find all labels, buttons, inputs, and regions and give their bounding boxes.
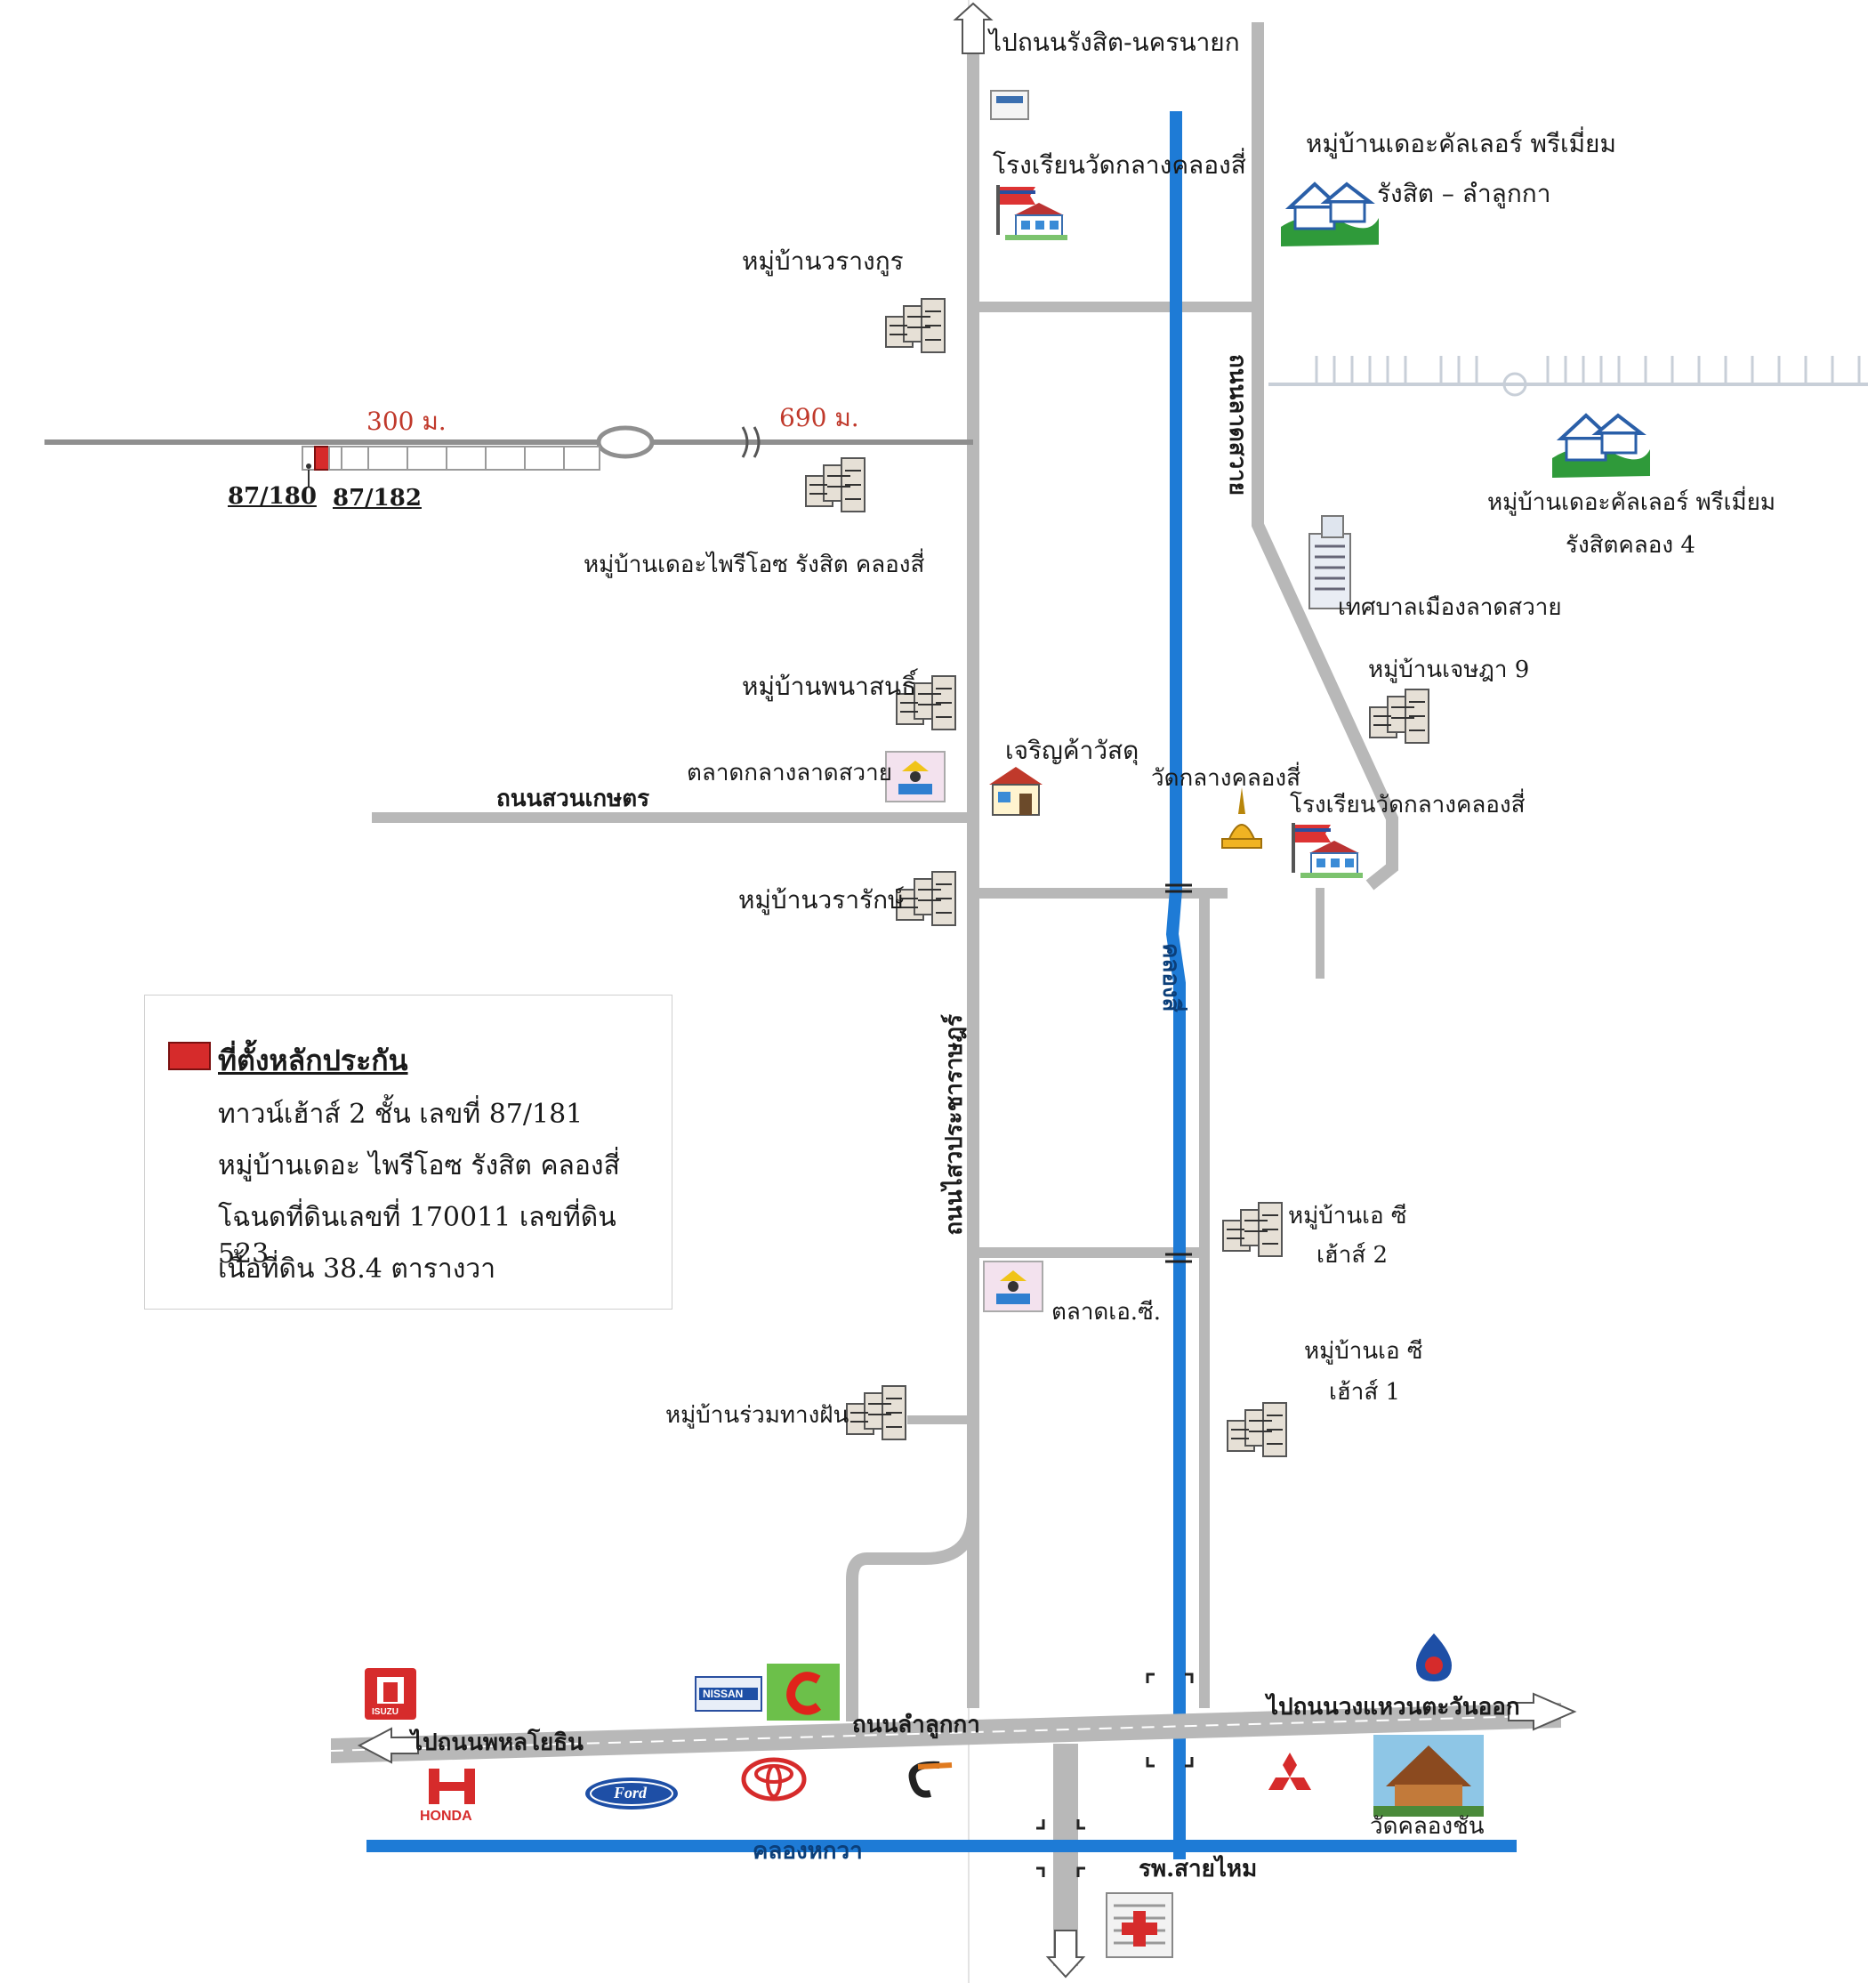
label-lot-87-182: 87/182: [333, 485, 422, 512]
arrow-up-icon: [953, 2, 994, 54]
label-market-ladsawai: ตลาดกลางลาดสวาย: [687, 760, 892, 786]
label-phanasan: หมู่บ้านพนาสนธิ์: [742, 672, 917, 701]
shop-icon: [989, 767, 1043, 816]
isuzu-logo-icon: [365, 1668, 416, 1720]
market-icon: [983, 1261, 1043, 1312]
townhouse-cluster-icon: [805, 457, 866, 512]
townhouse-cluster-icon: [1369, 689, 1429, 744]
label-municipality: เทศบาลเมืองลาดสวาย: [1338, 594, 1562, 621]
label-chettha9: หมู่บ้านเจษฎา 9: [1368, 657, 1530, 683]
canal-khlong-si: [1165, 111, 1186, 1859]
label-the-prio: หมู่บ้านเดอะไพรีโอซ รังสิต คลองสี่: [584, 552, 925, 578]
label-nissan: NISSAN: [703, 1688, 744, 1700]
label-isuzu: ISUZU: [372, 1707, 399, 1717]
legend-line-3: โฉนดที่ดินเลขที่ 170011 เลขที่ดิน 523: [218, 1202, 616, 1270]
label-road-suankaset: ถนนสวนเกษตร: [496, 786, 650, 812]
label-distance-690m: 690 ม.: [779, 403, 859, 432]
market-icon: [885, 751, 946, 802]
label-road-saiprachathipat: ถนนไสวประชาราษฎร์: [941, 1014, 968, 1236]
label-honda: HONDA: [420, 1809, 472, 1824]
mitsubishi-logo-icon: [1268, 1753, 1311, 1790]
legend-title: ที่ตั้งหลักประกัน: [218, 1044, 408, 1077]
temple-photo-icon: [1373, 1735, 1484, 1817]
label-wat-khlong-chan: วัดคลองชัน: [1370, 1813, 1485, 1840]
label-wararngkul: หมู่บ้านวรางกูร: [742, 246, 904, 276]
temple-icon: [1221, 787, 1262, 849]
label-lot-87-180: 87/180: [228, 483, 317, 510]
label-colour-premium-lamlukka-sub: รังสิต – ลำลูกกา: [1377, 179, 1551, 208]
townhouse-cluster-icon: [896, 675, 956, 730]
chevrolet-logo-icon: [908, 1761, 953, 1798]
toyota-logo-icon: [741, 1757, 807, 1802]
label-ford: Ford: [614, 1784, 648, 1802]
label-charoenka: เจริญค้าวัสดุ: [1005, 736, 1139, 765]
label-to-rangsit-nakhonnayok: ไปถนนรังสิต-นครนายก: [989, 28, 1240, 57]
townhouse-cluster-icon: [885, 298, 946, 353]
label-road-lamlukka: ถนนลำลูกกา: [852, 1712, 980, 1738]
label-school-top: โรงเรียนวัดกลางคลองสี่: [993, 150, 1246, 180]
label-school-mid: โรงเรียนวัดกลางคลองสี่: [1290, 792, 1526, 818]
label-ruamtangfan: หมู่บ้านร่วมทางฝัน: [665, 1402, 849, 1429]
label-road-ladsawai: ถนนลาดสวาย: [1224, 354, 1251, 496]
label-canal-khlong-si: คลองสี่: [1157, 943, 1184, 1012]
office-sign-icon: [990, 90, 1029, 120]
label-colour-premium-lamlukka: หมู่บ้านเดอะคัลเลอร์ พรีเมี่ยม: [1306, 129, 1616, 158]
school-icon: [1292, 823, 1363, 878]
house-village-icon: [1552, 413, 1650, 478]
school-icon: [996, 185, 1067, 240]
legend-line-1: ทาวน์เฮ้าส์ 2 ชั้น เลขที่ 87/181: [218, 1099, 584, 1130]
nissan-logo-icon: [695, 1676, 762, 1712]
hospital-icon: [1106, 1892, 1173, 1958]
legend-line-4: เนื้อที่ดิน 38.4 ตารางวา: [218, 1253, 496, 1285]
label-ac-house-1-sub: เฮ้าส์ 1: [1329, 1379, 1401, 1406]
bigc-logo-icon: [767, 1664, 840, 1721]
label-ac-house-1: หมู่บ้านเอ ซี: [1304, 1338, 1423, 1365]
road-ladsawai: [1252, 22, 1398, 891]
legend-line-2: หมู่บ้านเดอะ ไพรีโอซ รังสิต คลองสี่: [218, 1150, 620, 1181]
road-lamlukka: [331, 1703, 1561, 1763]
label-distance-300m: 300 ม.: [366, 407, 447, 436]
label-ac-house-2-sub: เฮ้าส์ 2: [1316, 1242, 1389, 1269]
gas-station-icon: [1416, 1633, 1452, 1681]
townhouse-cluster-icon: [1222, 1202, 1283, 1257]
label-saimai-hospital: รพ.สายไหม: [1139, 1856, 1258, 1882]
label-ac-house-2: หมู่บ้านเอ ซี: [1288, 1203, 1407, 1229]
label-to-outer-ring-east: ไปถนนวงแหวนตะวันออก: [1267, 1694, 1520, 1721]
house-village-icon: [1281, 181, 1379, 246]
label-wat-klang: วัดกลางคลองสี่: [1151, 765, 1300, 792]
label-canal-hok-wa: คลองหกวา: [753, 1838, 863, 1865]
honda-logo-icon: [429, 1769, 475, 1804]
townhouse-cluster-icon: [896, 871, 956, 926]
collateral-marker-swatch: [168, 1042, 211, 1070]
townhouse-cluster-icon: [1227, 1402, 1287, 1457]
label-colour-premium-k4: หมู่บ้านเดอะคัลเลอร์ พรีเมี่ยม: [1487, 489, 1775, 516]
office-building-icon: [1308, 515, 1351, 609]
label-colour-premium-k4-sub: รังสิตคลอง 4: [1566, 532, 1695, 559]
townhouse-cluster-icon: [846, 1385, 906, 1440]
label-to-phahonyothin: ไปถนนพหลโยธิน: [411, 1729, 584, 1756]
ford-logo-icon: [585, 1777, 678, 1810]
legend-box: ที่ตั้งหลักประกัน ทาวน์เฮ้าส์ 2 ชั้น เลข…: [144, 995, 672, 1310]
label-market-ac: ตลาดเอ.ซี.: [1051, 1299, 1161, 1326]
label-wararak: หมู่บ้านวรารักษ์: [738, 885, 905, 915]
